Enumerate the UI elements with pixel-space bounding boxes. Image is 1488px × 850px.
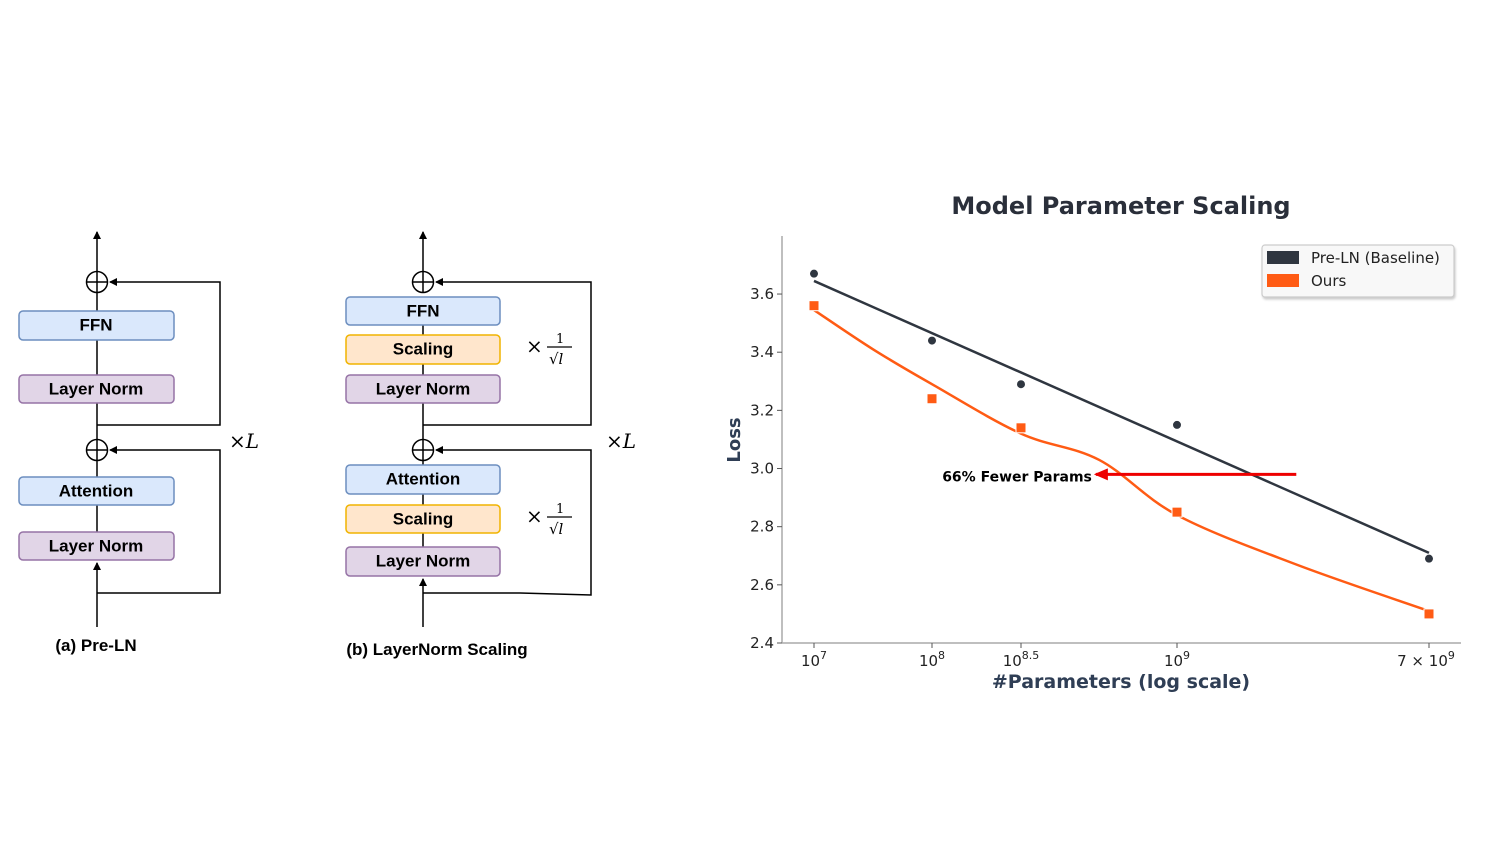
legend-label-baseline: Pre-LN (Baseline) [1311, 249, 1440, 267]
data-point-ours [926, 393, 938, 405]
data-point-ours [808, 300, 820, 312]
x-tick-label: 108.5 [1003, 649, 1040, 670]
block-label: Scaling [393, 510, 453, 529]
data-point-baseline [927, 335, 937, 346]
y-tick-label: 2.4 [750, 634, 774, 652]
block-layer-norm: Layer Norm [18, 531, 175, 561]
legend-swatch-baseline [1267, 251, 1299, 264]
add-icon [85, 438, 109, 462]
block-label: FFN [79, 316, 112, 335]
block-label: FFN [406, 302, 439, 321]
block-label: Layer Norm [49, 380, 143, 399]
add-icon [411, 438, 435, 462]
data-point-ours [1015, 422, 1027, 434]
block-label: Attention [386, 470, 461, 489]
residual-connection [97, 446, 221, 594]
block-label: Layer Norm [376, 552, 470, 571]
block-label: Scaling [393, 340, 453, 359]
block-attention: Attention [18, 476, 175, 506]
residual-connection [423, 446, 592, 596]
x-axis-label: #Parameters (log scale) [992, 671, 1250, 693]
denominator: √l [549, 350, 564, 368]
numerator: 1 [556, 332, 564, 347]
repeat-label: ×L [229, 429, 259, 453]
residual-connection [423, 278, 592, 426]
block-ffn: FFN [345, 296, 501, 326]
data-point-baseline [1172, 419, 1182, 430]
block-attention: Attention [345, 464, 501, 495]
pre-ln-diagram [85, 231, 221, 627]
fit-line-ours [813, 308, 1430, 613]
block-ffn: FFN [18, 310, 175, 341]
block-scaling: Scaling [345, 334, 501, 365]
block-scaling: Scaling [345, 504, 501, 534]
data-point-ours [1171, 506, 1183, 518]
block-label: Layer Norm [49, 537, 143, 556]
x-tick-label: 107 [801, 649, 827, 670]
times-sign: × [526, 504, 543, 528]
numerator: 1 [556, 502, 564, 517]
block-layer-norm: Layer Norm [345, 374, 501, 404]
data-point-baseline [1424, 553, 1434, 564]
y-tick-label: 2.6 [750, 576, 774, 594]
repeat-label: ×L [606, 429, 636, 453]
ln-scaling-diagram [411, 231, 592, 627]
block-layer-norm: Layer Norm [18, 374, 175, 404]
data-point-baseline [809, 268, 819, 279]
data-point-ours [1423, 608, 1435, 620]
y-tick-label: 3.6 [750, 285, 774, 303]
scaling-chart: Model Parameter Scaling 2.4 2.6 2.8 3.0 3.2 3… [724, 192, 1461, 693]
block-layer-norm: Layer Norm [345, 546, 501, 577]
y-tick-label: 2.8 [750, 518, 774, 536]
caption-b: (b) LayerNorm Scaling [346, 640, 527, 659]
add-icon [85, 270, 109, 294]
y-axis-label: Loss [724, 417, 745, 462]
y-tick-label: 3.2 [750, 401, 774, 419]
block-label: Layer Norm [376, 380, 470, 399]
data-point-baseline [1016, 379, 1026, 390]
legend-swatch-ours [1267, 274, 1299, 287]
scale-factor-label: × 1 √l [526, 332, 572, 368]
x-tick-label: 109 [1164, 649, 1190, 670]
legend-label-ours: Ours [1311, 272, 1346, 290]
legend: Pre-LN (Baseline) Ours [1261, 244, 1455, 298]
x-tick-label: 108 [919, 649, 945, 670]
chart-title: Model Parameter Scaling [951, 192, 1290, 220]
y-tick-label: 3.4 [750, 343, 774, 361]
residual-connection [97, 278, 221, 426]
y-tick-label: 3.0 [750, 460, 774, 478]
times-sign: × [526, 334, 543, 358]
scale-factor-label: × 1 √l [526, 502, 572, 538]
denominator: √l [549, 520, 564, 538]
fit-line-baseline [813, 279, 1430, 554]
add-icon [411, 270, 435, 294]
annotation-label: 66% Fewer Params [942, 469, 1092, 485]
caption-a: (a) Pre-LN [55, 636, 136, 655]
block-label: Attention [59, 482, 134, 501]
x-tick-label: 7 × 109 [1397, 649, 1455, 670]
